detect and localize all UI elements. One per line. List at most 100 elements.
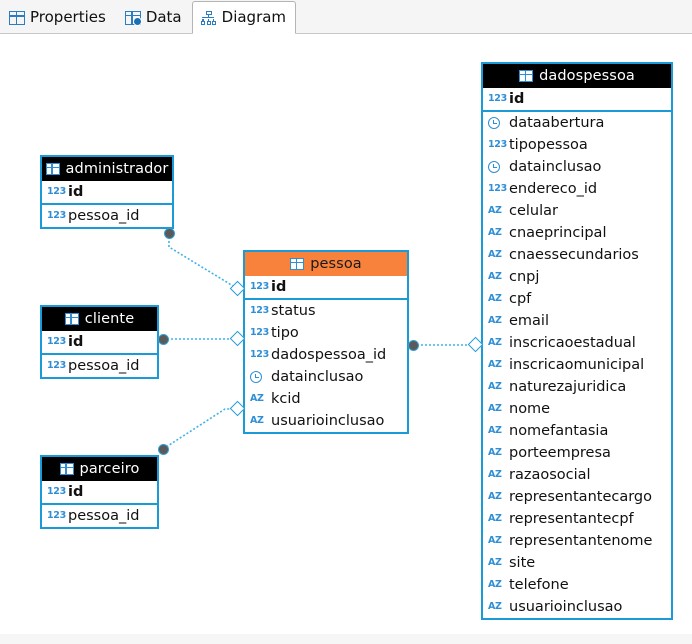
table-icon	[290, 258, 305, 270]
column-name: kcid	[271, 390, 301, 407]
date-type-icon	[488, 161, 500, 173]
entity-header[interactable]: dadospessoa	[483, 64, 671, 88]
column-name: site	[509, 554, 536, 571]
entity-header[interactable]: cliente	[42, 307, 157, 331]
numeric-type-icon: 123	[488, 93, 507, 105]
column-name: tipo	[271, 324, 299, 341]
column-row[interactable]: AZ inscricaoestadual	[483, 332, 671, 354]
numeric-type-icon: 123	[47, 210, 66, 222]
relationship-line-parceiro-pessoa[interactable]	[162, 408, 238, 450]
column-name: cnpj	[509, 268, 540, 285]
column-name: id	[271, 278, 287, 295]
column-row[interactable]: datainclusao	[483, 156, 671, 178]
column-name: pessoa_id	[68, 357, 140, 374]
column-name: razaosocial	[509, 466, 591, 483]
tab-diagram[interactable]: Diagram	[191, 1, 297, 34]
text-type-icon: AZ	[488, 469, 502, 481]
relationship-source-dot-cliente-pessoa[interactable]	[157, 333, 169, 345]
tab-data[interactable]: Data	[116, 2, 192, 33]
column-row[interactable]: dataabertura	[483, 112, 671, 134]
column-name: tipopessoa	[509, 136, 588, 153]
numeric-type-icon: 123	[488, 183, 507, 195]
column-row[interactable]: AZ razaosocial	[483, 464, 671, 486]
column-row[interactable]: datainclusao	[245, 366, 407, 388]
column-name: endereco_id	[509, 180, 598, 197]
column-name: id	[509, 90, 525, 107]
entity-header[interactable]: parceiro	[42, 457, 157, 481]
diagram-hierarchy-icon	[200, 10, 217, 25]
column-name: email	[509, 312, 549, 329]
column-name: inscricaoestadual	[509, 334, 636, 351]
column-name: id	[68, 483, 84, 500]
tab-properties[interactable]: Properties	[0, 2, 116, 33]
entity-header[interactable]: pessoa	[245, 252, 407, 276]
relationship-source-dot-pessoa-dadospessoa[interactable]	[407, 339, 419, 351]
relationship-line-administrador-pessoa[interactable]	[168, 233, 239, 290]
numeric-type-icon: 123	[488, 139, 507, 151]
column-name: telefone	[509, 576, 569, 593]
relationship-source-dot-parceiro-pessoa[interactable]	[157, 443, 169, 455]
relationship-source-dot-administrador-pessoa[interactable]	[163, 227, 175, 239]
table-grid-icon	[9, 10, 25, 25]
column-name: usuarioinclusao	[509, 598, 623, 615]
entity-header[interactable]: administrador	[42, 157, 172, 181]
text-type-icon: AZ	[488, 293, 502, 305]
entity-title: parceiro	[79, 461, 140, 477]
text-type-icon: AZ	[488, 535, 502, 547]
editor-tab-bar: Properties Data Diagram	[0, 0, 692, 34]
column-name: representantecargo	[509, 488, 653, 505]
numeric-type-icon: 123	[250, 281, 269, 293]
column-name: id	[68, 333, 84, 350]
column-name: nomefantasia	[509, 422, 609, 439]
bottom-strip	[0, 634, 692, 644]
text-type-icon: AZ	[488, 337, 502, 349]
column-name: status	[271, 302, 316, 319]
tab-diagram-label: Diagram	[221, 8, 287, 26]
column-name: dataabertura	[509, 114, 605, 131]
tab-properties-label: Properties	[30, 8, 106, 26]
